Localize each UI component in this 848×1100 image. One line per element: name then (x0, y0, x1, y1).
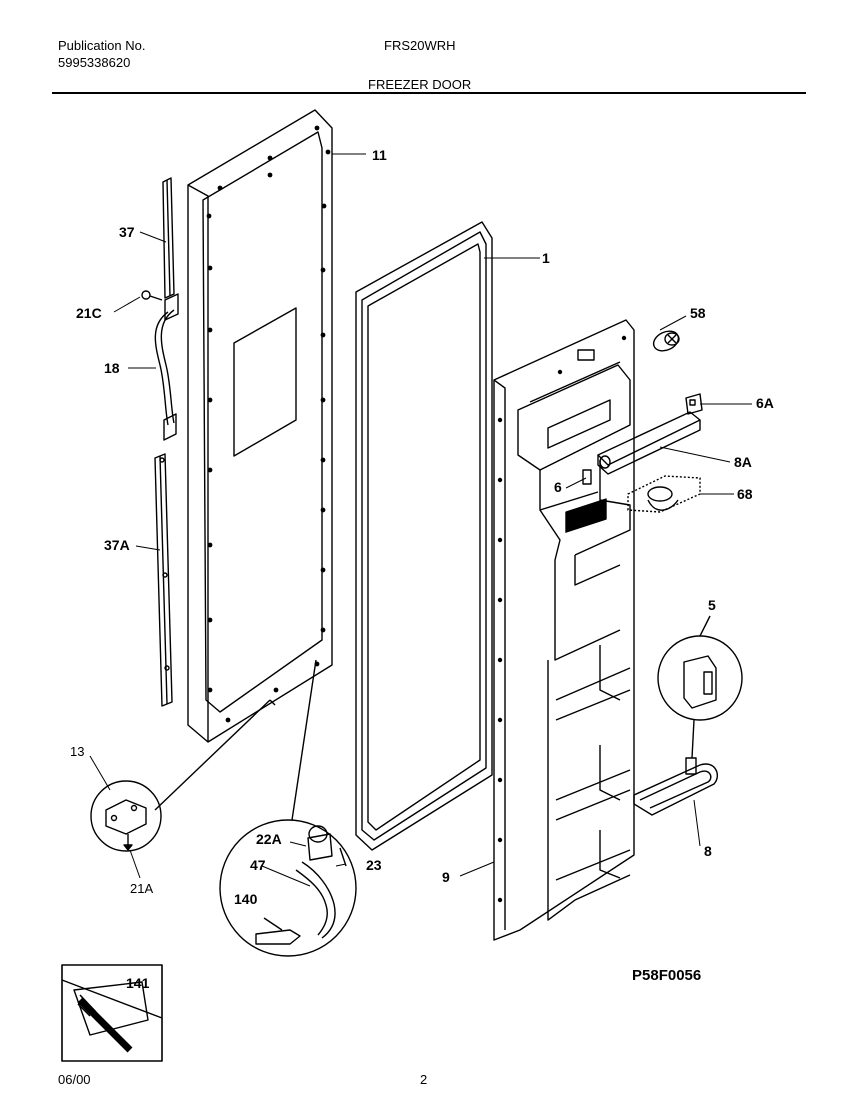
trim-strip-lower (154, 453, 173, 707)
callout-37a: 37A (104, 537, 130, 553)
callout-140: 140 (234, 891, 258, 907)
callout-23: 23 (366, 857, 382, 873)
header-rule (52, 92, 806, 94)
publication-number: 5995338620 (58, 55, 131, 70)
inset-box-141 (61, 964, 163, 1062)
callout-9: 9 (442, 869, 450, 885)
leader-lines (89, 153, 752, 887)
outer-door-frame (187, 109, 333, 743)
detail-circle-5 (657, 615, 743, 759)
callout-8: 8 (704, 843, 712, 859)
callout-141: 141 (126, 975, 150, 991)
detail-circle-13 (90, 699, 271, 852)
callout-1: 1 (542, 250, 550, 266)
callout-18: 18 (104, 360, 120, 376)
clip-6 (582, 469, 592, 485)
screw-58 (652, 330, 680, 352)
door-handle-18 (154, 309, 177, 441)
page-number: 2 (420, 1072, 428, 1087)
callout-22a: 22A (256, 831, 282, 847)
actuator-68 (627, 475, 701, 513)
callout-58: 58 (690, 305, 706, 321)
inner-door-liner (493, 319, 635, 941)
drawing-code: P58F0056 (632, 967, 701, 984)
callout-68: 68 (737, 486, 753, 502)
callout-21a: 21A (130, 881, 153, 896)
callout-6: 6 (554, 479, 562, 495)
screw-21c (141, 290, 179, 321)
footer-date: 06/00 (58, 1072, 91, 1087)
callout-11: 11 (372, 147, 387, 163)
callout-5: 5 (708, 597, 716, 613)
callout-13: 13 (70, 744, 84, 759)
callout-21c: 21C (76, 305, 102, 321)
trim-strip-upper (162, 177, 175, 299)
detail-circle-wiring (219, 659, 357, 957)
door-gasket (355, 221, 493, 851)
section-title: FREEZER DOOR (368, 77, 472, 92)
clip-6a (685, 393, 703, 415)
callout-8a: 8A (734, 454, 752, 470)
model-number: FRS20WRH (384, 38, 456, 53)
handle-bracket-8 (633, 757, 718, 816)
bar-8a (597, 411, 701, 475)
callout-37: 37 (119, 224, 135, 240)
callout-6a: 6A (756, 395, 774, 411)
publication-label: Publication No. (58, 38, 146, 53)
callout-47: 47 (250, 857, 266, 873)
